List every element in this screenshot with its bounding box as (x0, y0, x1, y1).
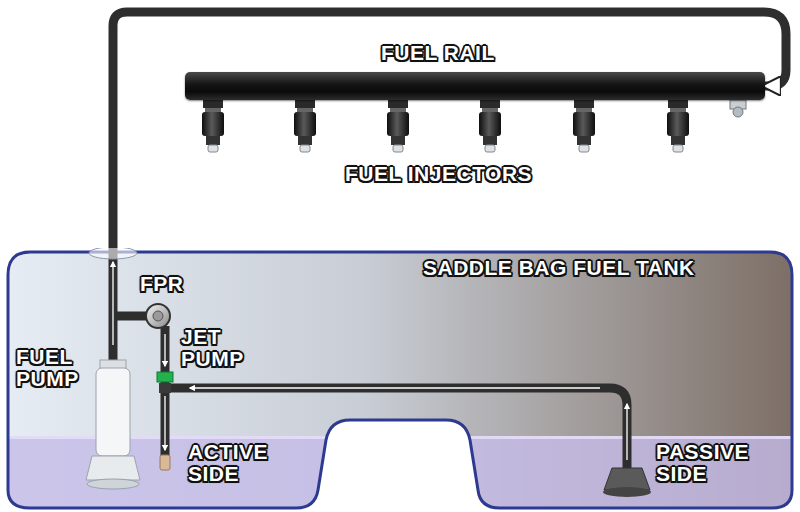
tank-collar (89, 248, 137, 259)
flow-arrows (113, 262, 627, 460)
tank-border (8, 252, 792, 508)
rail-fitting (730, 100, 746, 117)
fuel-rail: FUEL RAIL (185, 72, 765, 100)
fuel-line (113, 12, 786, 248)
pressure-regulator (146, 304, 170, 328)
fuel-injector (202, 100, 689, 152)
part-label: FPR (140, 273, 202, 295)
part-label: PASSIVE SIDE (656, 441, 780, 485)
node-title: FUEL RAIL (381, 42, 601, 64)
tank-body (8, 252, 792, 508)
jet-pump-body (157, 372, 173, 393)
node-title: SADDLE BAG FUEL TANK (423, 257, 789, 279)
part-label: ACTIVE SIDE (188, 441, 302, 485)
fuel-pump (86, 360, 140, 489)
active-outlet (160, 455, 170, 470)
fuel-pipes (113, 248, 627, 468)
part-label: JET PUMP (181, 326, 255, 370)
part-label: FUEL PUMP (16, 346, 92, 390)
passive-pickup (603, 468, 651, 497)
part-label: FUEL INJECTORS (345, 163, 595, 185)
